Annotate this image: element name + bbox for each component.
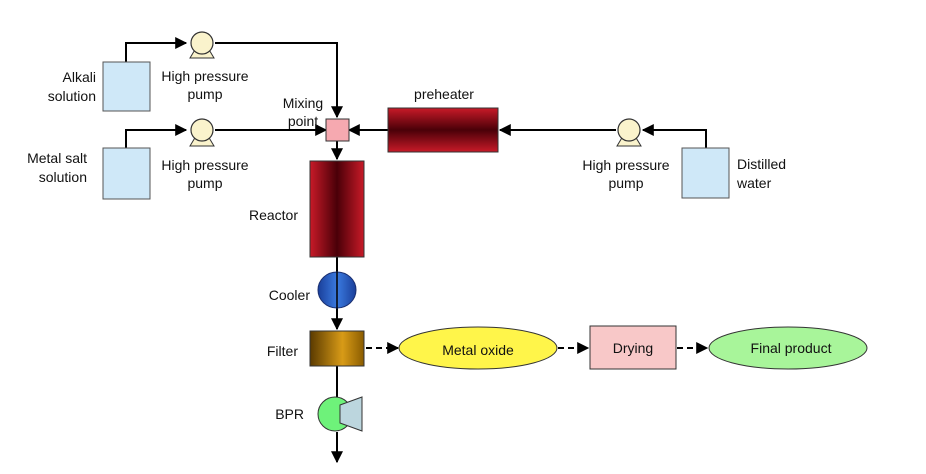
cooler-label: Cooler	[269, 287, 311, 303]
metal-label-2: solution	[39, 169, 87, 185]
pump-3-label-1: High pressure	[582, 157, 669, 173]
reactor	[309, 160, 365, 258]
pump-3	[616, 118, 642, 147]
alkali-tank	[102, 61, 151, 112]
metal-label-1: Metal salt	[27, 150, 87, 166]
mixing-label-2: point	[288, 113, 318, 129]
distilled-label-1: Distilled	[737, 156, 786, 172]
pump-1-label-1: High pressure	[161, 68, 248, 84]
line-alkali-to-pump	[125, 37, 188, 62]
mixing-point	[325, 118, 350, 142]
drying-label: Drying	[613, 340, 653, 356]
preheater-label: preheater	[414, 86, 474, 102]
pump-2	[189, 118, 215, 147]
pump-2-label-1: High pressure	[161, 157, 248, 173]
pump-2-label-2: pump	[187, 175, 222, 191]
flow-lines	[125, 37, 709, 464]
final-product-label: Final product	[751, 340, 832, 356]
filter-label: Filter	[267, 343, 298, 359]
alkali-label-1: Alkali	[63, 69, 96, 85]
pump-1-label-2: pump	[187, 86, 222, 102]
metal-oxide-node	[398, 326, 558, 370]
distilled-label-2: water	[736, 175, 772, 191]
preheater	[387, 107, 499, 153]
line-metal-to-pump	[125, 124, 188, 148]
filter	[309, 330, 365, 367]
line-water-to-pump3	[641, 124, 707, 148]
pump-1	[189, 31, 215, 59]
pump-3-label-2: pump	[608, 175, 643, 191]
reactor-label: Reactor	[249, 207, 298, 223]
distilled-water-tank	[681, 147, 730, 199]
bpr-label: BPR	[275, 406, 304, 422]
mixing-label-1: Mixing	[283, 95, 323, 111]
drying-node	[589, 325, 677, 370]
line-pump-to-mixing	[215, 42, 343, 119]
final-product-node	[708, 326, 868, 370]
bpr-valve	[317, 396, 363, 432]
metal-salt-tank	[102, 147, 151, 200]
metal-oxide-label: Metal oxide	[442, 342, 514, 358]
alkali-label-2: solution	[48, 88, 96, 104]
